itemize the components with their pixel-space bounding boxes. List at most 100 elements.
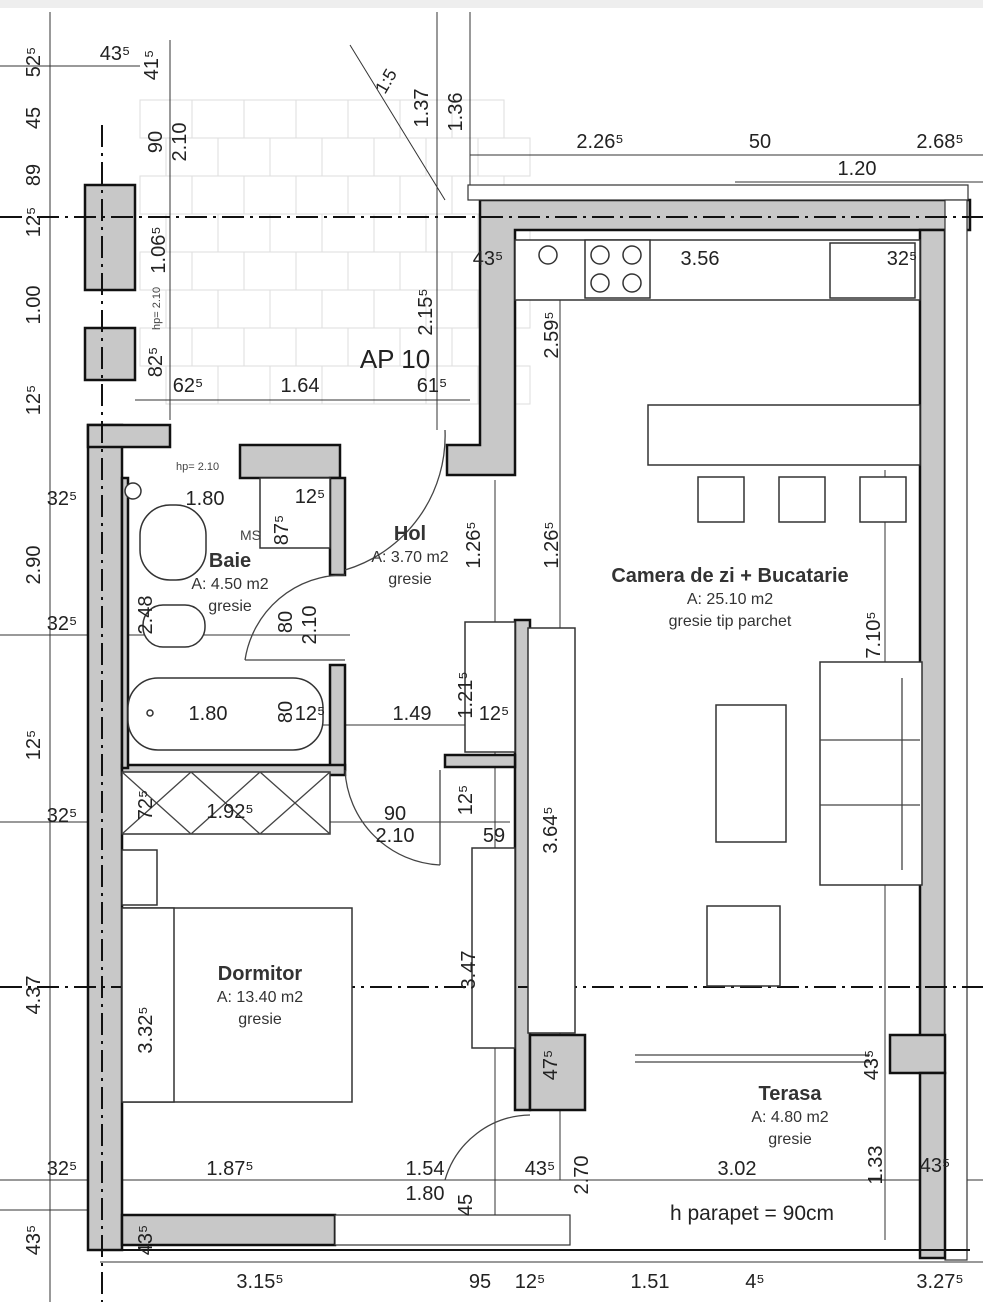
dimension-label: 80 bbox=[275, 611, 297, 633]
room-area: A: 3.70 m2 bbox=[371, 549, 448, 566]
dimension-label: 43⁵ bbox=[100, 43, 131, 65]
note-ms: MS bbox=[240, 527, 261, 543]
dimension-label: 7.10⁵ bbox=[863, 611, 885, 658]
tile bbox=[399, 251, 453, 291]
dimension-label: 1.80 bbox=[186, 488, 225, 510]
dimension-label: 95 bbox=[469, 1271, 491, 1293]
tile bbox=[477, 137, 531, 177]
tile bbox=[243, 99, 297, 139]
dimension-label: 12⁵ bbox=[23, 207, 45, 238]
washing-machine bbox=[259, 477, 331, 549]
tile bbox=[347, 251, 401, 291]
room-finish: gresie bbox=[768, 1131, 812, 1148]
drain bbox=[124, 482, 142, 500]
stool bbox=[778, 476, 826, 523]
tile bbox=[217, 213, 271, 253]
dimension-label: 1.00 bbox=[23, 286, 45, 325]
parapet-note: h parapet = 90cm bbox=[670, 1202, 834, 1225]
tile bbox=[425, 213, 479, 253]
tile bbox=[191, 175, 245, 215]
dimension-label: 32⁵ bbox=[887, 248, 918, 270]
dimension-label: 1.49 bbox=[393, 703, 432, 725]
bathroom-door-swing bbox=[244, 574, 346, 661]
entrance-door-swing bbox=[344, 429, 446, 571]
dimension-label: 3.47 bbox=[458, 951, 480, 990]
tile bbox=[269, 137, 323, 177]
dimension-label: 1.80 bbox=[406, 1183, 445, 1205]
room-name: Terasa bbox=[758, 1083, 822, 1105]
dimension-label: 12⁵ bbox=[295, 703, 326, 725]
tile bbox=[295, 251, 349, 291]
tile bbox=[191, 327, 245, 367]
tile bbox=[243, 175, 297, 215]
dimension-label: 43⁵ bbox=[473, 248, 504, 270]
room-finish: gresie bbox=[208, 598, 252, 615]
dimension-label: 82⁵ bbox=[145, 347, 167, 378]
dimension-label: 80 bbox=[275, 701, 297, 723]
top-strip bbox=[0, 0, 983, 8]
room-name: Baie bbox=[209, 550, 251, 572]
stair-slope: 1:5 bbox=[371, 65, 401, 97]
hall-closet bbox=[464, 621, 516, 753]
washbasin bbox=[139, 504, 207, 581]
tile bbox=[139, 175, 193, 215]
dimension-label: 87⁵ bbox=[271, 515, 293, 546]
dimension-label: 43⁵ bbox=[525, 1158, 556, 1180]
dimension-label: 2.10 bbox=[299, 606, 321, 645]
dimension-label: 3.27⁵ bbox=[916, 1271, 963, 1293]
dimension-label: 12⁵ bbox=[455, 785, 477, 816]
dimension-label: 12⁵ bbox=[515, 1271, 546, 1293]
dimension-label: 45 bbox=[455, 1194, 477, 1216]
tv-cabinet bbox=[527, 627, 576, 1034]
dimension-label: 1.21⁵ bbox=[455, 671, 477, 718]
tile bbox=[243, 327, 297, 367]
tile bbox=[399, 175, 453, 215]
bathtub bbox=[127, 677, 324, 751]
dimension-label: 2.70 bbox=[571, 1156, 593, 1195]
dimension-label: 52⁵ bbox=[23, 47, 45, 78]
tile bbox=[321, 289, 375, 329]
dimension-label: 3.32⁵ bbox=[135, 1006, 157, 1053]
tile bbox=[347, 99, 401, 139]
dimension-label: 90 bbox=[384, 803, 406, 825]
furniture bbox=[121, 239, 923, 1181]
stool bbox=[859, 476, 907, 523]
dimension-label: 1.51 bbox=[631, 1271, 670, 1293]
dimension-label: 2.59⁵ bbox=[541, 311, 563, 358]
dimension-label: 41⁵ bbox=[141, 50, 163, 81]
dimension-label: 72⁵ bbox=[135, 790, 157, 821]
room-name: Dormitor bbox=[218, 963, 303, 985]
tile bbox=[217, 289, 271, 329]
dimension-label: 32⁵ bbox=[47, 805, 78, 827]
note-hp-window: hp= 2.10 bbox=[151, 287, 163, 330]
dimension-label: 1.33 bbox=[865, 1146, 887, 1185]
dimension-label: 12⁵ bbox=[295, 486, 326, 508]
dimension-label: 43⁵ bbox=[920, 1155, 951, 1177]
dimension-label: 12⁵ bbox=[23, 385, 45, 416]
tile bbox=[165, 289, 219, 329]
walls bbox=[83, 183, 972, 1261]
kitchen-sink bbox=[829, 242, 916, 299]
dimension-label: 4.37 bbox=[23, 976, 45, 1015]
dimension-label: 3.02 bbox=[718, 1158, 757, 1180]
tile bbox=[295, 327, 349, 367]
dimension-label: 1.87⁵ bbox=[206, 1158, 253, 1180]
dimension-label: 89 bbox=[23, 164, 45, 186]
dimension-label: 45 bbox=[23, 107, 45, 129]
dimension-label: 43⁵ bbox=[861, 1050, 883, 1081]
dimension-label: 62⁵ bbox=[173, 375, 204, 397]
tile bbox=[269, 213, 323, 253]
terrace-door-swing bbox=[444, 1114, 531, 1181]
dimension-label: 12⁵ bbox=[479, 703, 510, 725]
dimension-label: 32⁵ bbox=[47, 488, 78, 510]
dimension-label: 2.26⁵ bbox=[576, 131, 623, 153]
tile bbox=[243, 251, 297, 291]
sink bbox=[538, 245, 558, 265]
dimension-label: 32⁵ bbox=[47, 613, 78, 635]
dimension-label: 1.26⁵ bbox=[541, 521, 563, 568]
tile bbox=[217, 137, 271, 177]
dimension-label: 2.10 bbox=[169, 123, 191, 162]
hall-bench bbox=[471, 847, 516, 1049]
